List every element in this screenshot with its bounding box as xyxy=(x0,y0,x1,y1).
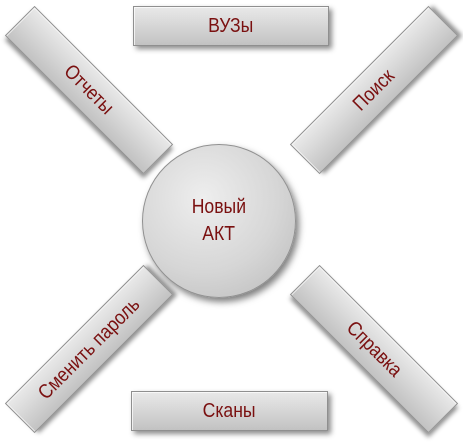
new-act-label-line2: АКТ xyxy=(202,223,236,245)
search-button-label: Поиск xyxy=(348,64,399,115)
change-password-button-label: Сменить пароль xyxy=(33,293,144,404)
scans-button[interactable]: Сканы xyxy=(131,391,328,431)
new-act-label-line1: Новый xyxy=(191,196,247,218)
help-button-label: Справка xyxy=(342,316,407,381)
universities-button-label: ВУЗы xyxy=(208,14,254,37)
new-act-button[interactable]: Новый АКТ xyxy=(142,144,296,298)
reports-button-label: Отчеты xyxy=(60,60,119,119)
universities-button[interactable]: ВУЗы xyxy=(133,6,329,46)
scans-button-label: Сканы xyxy=(203,399,256,422)
